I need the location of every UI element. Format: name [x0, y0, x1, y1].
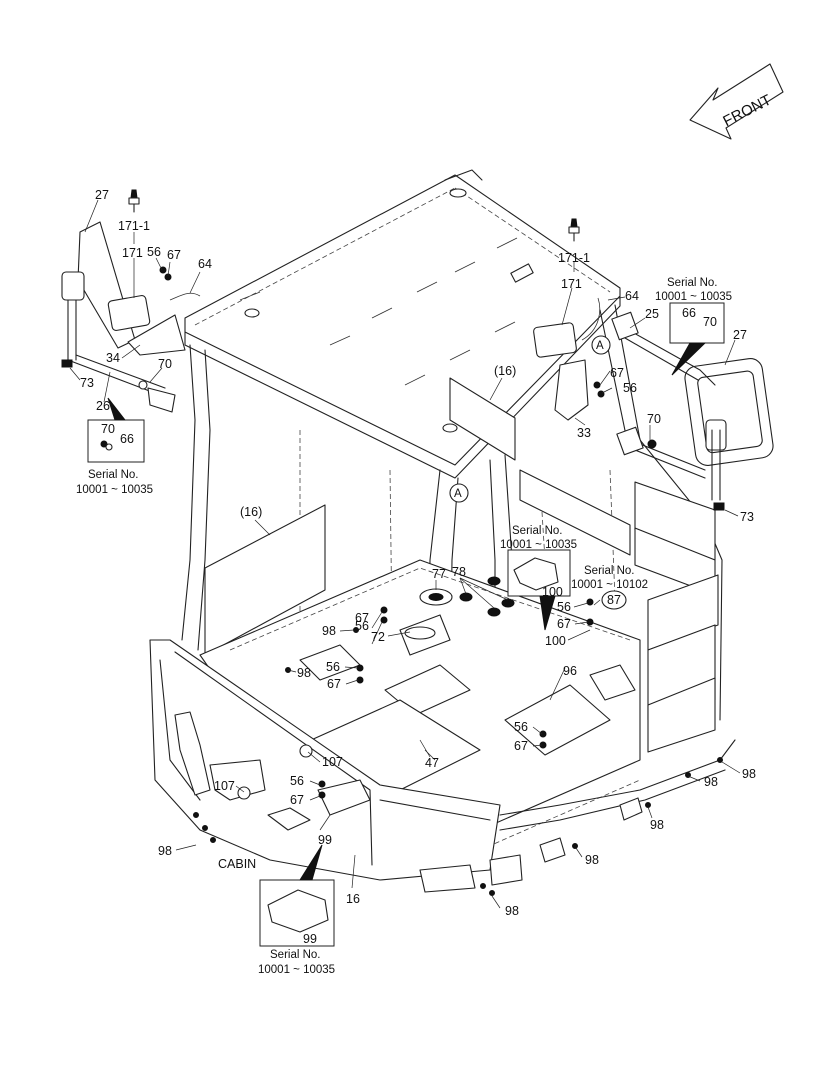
inset-box-100 — [507, 549, 571, 631]
label-67-center-a: 67 — [355, 611, 369, 625]
label-70-right: 70 — [647, 412, 661, 426]
label-96: 96 — [563, 664, 577, 678]
part-labels: 27 171-1 171 56 67 64 34 70 73 26 70 66 … — [76, 188, 756, 976]
label-56-floor-right: 56 — [514, 720, 528, 734]
label-171-1-left: 171-1 — [118, 219, 150, 233]
label-67-front: 67 — [290, 793, 304, 807]
label-98-front-left: 98 — [158, 844, 172, 858]
serial-range-right: 10001 ~ 10102 — [571, 579, 648, 591]
label-171-left: 171 — [122, 246, 143, 260]
label-100-inset: 100 — [542, 585, 563, 599]
serial-range-top-right: 10001 ~ 10035 — [655, 291, 732, 303]
label-33: 33 — [577, 426, 591, 440]
label-56-left-top: 56 — [147, 245, 161, 259]
label-64-left: 64 — [198, 257, 212, 271]
front-direction-arrow: FRONT — [689, 63, 784, 140]
label-34: 34 — [106, 351, 120, 365]
serial-title-center: Serial No. — [512, 525, 563, 537]
label-107-right: 107 — [322, 755, 343, 769]
label-98-bottom-c: 98 — [505, 904, 519, 918]
cabin-front-lower — [149, 639, 501, 881]
label-99-front: 99 — [318, 833, 332, 847]
label-27-right: 27 — [733, 328, 747, 342]
label-107-left: 107 — [214, 779, 235, 793]
label-99-inset: 99 — [303, 932, 317, 946]
part-87-circle — [601, 590, 627, 610]
label-47: 47 — [425, 756, 439, 770]
side-glass-panels — [204, 377, 719, 753]
leader-lines — [69, 199, 741, 909]
label-56-right-top: 56 — [623, 381, 637, 395]
label-56-floor-left: 56 — [326, 660, 340, 674]
label-100-right: 100 — [545, 634, 566, 648]
label-16-left-panel: (16) — [240, 505, 262, 519]
label-77: 77 — [432, 567, 446, 581]
inset-box-left-70-66 — [87, 397, 145, 463]
right-mirror-assembly — [533, 218, 774, 511]
detail-a-marker-center: A — [449, 483, 469, 503]
label-70-inset-left: 70 — [101, 422, 115, 436]
serial-title-left: Serial No. — [88, 469, 139, 481]
label-73-left: 73 — [80, 376, 94, 390]
label-67-left-top: 67 — [167, 248, 181, 262]
label-66-inset-right: 66 — [682, 306, 696, 320]
label-56-front: 56 — [290, 774, 304, 788]
label-27-left: 27 — [95, 188, 109, 202]
label-171-1-right: 171-1 — [558, 251, 590, 265]
serial-title-top-right: Serial No. — [667, 277, 718, 289]
label-67-floor-right: 67 — [514, 739, 528, 753]
label-98-right-a: 98 — [704, 775, 718, 789]
cabin-roof — [184, 169, 621, 479]
label-87: 87 — [607, 593, 621, 607]
label-66-inset-left: 66 — [120, 432, 134, 446]
detail-a-marker-top: A — [591, 335, 611, 355]
label-25: 25 — [645, 307, 659, 321]
label-26: 26 — [96, 399, 110, 413]
label-98-bottom-a: 98 — [650, 818, 664, 832]
serial-range-bottom: 10001 ~ 10035 — [258, 964, 335, 976]
label-98-floor-left: 98 — [297, 666, 311, 680]
cabin-base-frame — [419, 739, 736, 893]
label-56-center-a: 56 — [355, 619, 369, 633]
serial-range-left: 10001 ~ 10035 — [76, 484, 153, 496]
label-98-bottom-b: 98 — [585, 853, 599, 867]
fasteners — [159, 266, 723, 896]
label-70-left: 70 — [158, 357, 172, 371]
label-56-right-mid: 56 — [557, 600, 571, 614]
serial-range-center: 10001 ~ 10035 — [500, 539, 577, 551]
label-16-front: 16 — [346, 892, 360, 906]
label-67-floor-left: 67 — [327, 677, 341, 691]
label-67-right-mid: 67 — [557, 617, 571, 631]
detail-a-label-center: A — [454, 488, 462, 500]
serial-title-right: Serial No. — [584, 565, 635, 577]
label-16-roof: (16) — [494, 364, 516, 378]
label-64-right: 64 — [625, 289, 639, 303]
label-98-center: 98 — [322, 624, 336, 638]
inset-box-99 — [259, 844, 335, 947]
label-70-inset-right: 70 — [703, 315, 717, 329]
serial-title-bottom: Serial No. — [270, 949, 321, 961]
label-98-right-b: 98 — [742, 767, 756, 781]
label-171-right: 171 — [561, 277, 582, 291]
cabin-label: CABIN — [218, 857, 256, 871]
label-78: 78 — [452, 565, 466, 579]
label-72: 72 — [371, 630, 385, 644]
inset-box-right-66-70 — [669, 302, 725, 376]
label-73-right: 73 — [740, 510, 754, 524]
left-mirror-assembly — [61, 189, 201, 413]
label-67-right-top: 67 — [610, 366, 624, 380]
detail-a-label-top: A — [596, 340, 604, 352]
